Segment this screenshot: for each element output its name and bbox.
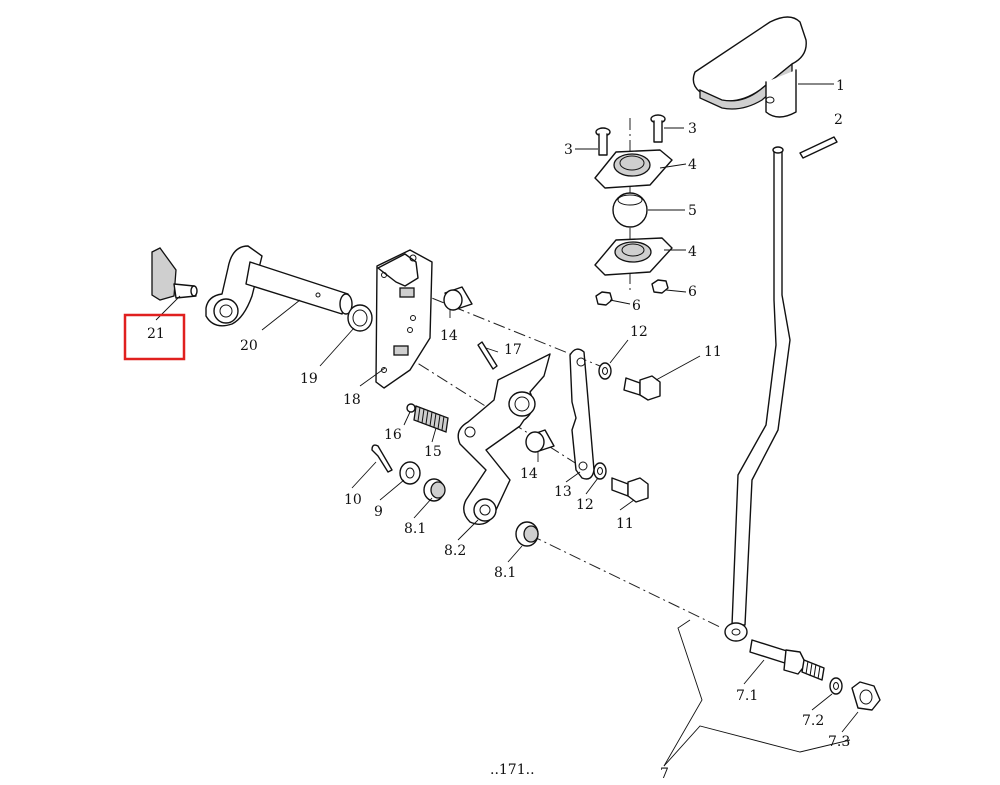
callout-15: 15 (424, 444, 442, 460)
callout-7-2: 7.2 (802, 713, 824, 729)
part-18-bracket-plate[interactable] (375, 249, 433, 389)
callout-2: 2 (834, 112, 843, 128)
part-21-wing-knob[interactable] (151, 247, 198, 301)
callout-1: 1 (836, 78, 845, 94)
callout-14-lower: 14 (520, 466, 538, 482)
callout-12-upper: 12 (630, 324, 648, 340)
part-12-washer-lower[interactable] (593, 462, 607, 480)
callout-8-1-upper: 8.1 (404, 521, 426, 537)
part-17-pin[interactable] (477, 341, 498, 370)
callout-6-left: 6 (632, 298, 641, 314)
part-8-1-bushing-upper[interactable] (423, 478, 446, 502)
page-number: ..171.. (490, 762, 535, 778)
part-7-lever-rod[interactable] (724, 146, 791, 642)
part-4-upper-flange[interactable] (594, 149, 673, 189)
part-7-2-washer[interactable] (829, 677, 843, 695)
callout-8-2: 8.2 (444, 543, 466, 559)
callout-3-right: 3 (688, 121, 697, 137)
part-6-nut-left[interactable] (595, 291, 613, 306)
part-5-ball[interactable] (612, 192, 648, 228)
callout-4-lower: 4 (688, 244, 697, 260)
callout-3-left: 3 (564, 142, 573, 158)
part-7-1-stud[interactable] (749, 639, 825, 681)
callout-13: 13 (554, 484, 572, 500)
callout-5: 5 (688, 203, 697, 219)
part-20-shift-arm[interactable] (205, 245, 353, 327)
callout-7-3: 7.3 (828, 734, 850, 750)
callout-4-upper: 4 (688, 157, 697, 173)
part-15-spring[interactable] (413, 405, 449, 433)
callout-14-upper: 14 (440, 328, 458, 344)
callout-11-lower: 11 (616, 516, 634, 532)
part-4-lower-flange[interactable] (594, 237, 673, 276)
part-2-pin[interactable] (799, 136, 838, 159)
part-1-lever-knob[interactable] (692, 16, 807, 118)
callout-9: 9 (374, 504, 383, 520)
part-14-bushing-upper[interactable] (443, 286, 473, 311)
part-19-washer[interactable] (347, 304, 373, 332)
part-11-bolt-lower[interactable] (611, 477, 649, 503)
part-9-washer[interactable] (399, 461, 421, 485)
leader-lines (155, 83, 859, 767)
callout-7-1: 7.1 (736, 688, 758, 704)
part-8-2-lever[interactable] (457, 353, 551, 525)
part-14-bushing-lower[interactable] (525, 429, 555, 453)
part-8-1-bushing-lower[interactable] (515, 521, 539, 547)
callout-12-lower: 12 (576, 497, 594, 513)
part-6-nut-right[interactable] (651, 279, 669, 294)
callout-20: 20 (240, 338, 258, 354)
callout-19: 19 (300, 371, 318, 387)
part-16-ball[interactable] (406, 403, 416, 413)
highlight-box-part-21 (123, 313, 186, 361)
callout-16: 16 (384, 427, 402, 443)
callout-17: 17 (504, 342, 522, 358)
part-3-screw-left[interactable] (595, 127, 611, 156)
part-13-link-plate[interactable] (569, 348, 595, 480)
part-11-bolt-upper[interactable] (623, 375, 661, 401)
callout-labels: 1 2 3 3 4 5 4 6 6 21 20 19 18 14 17 12 1… (147, 78, 850, 782)
callout-8-1-lower: 8.1 (494, 565, 516, 581)
part-10-cotter-pin[interactable] (371, 444, 393, 473)
callout-11-upper: 11 (704, 344, 722, 360)
callout-6-right: 6 (688, 284, 697, 300)
callout-7: 7 (660, 766, 669, 782)
part-12-washer-upper[interactable] (598, 362, 612, 380)
callout-10: 10 (344, 492, 362, 508)
callout-21: 21 (147, 326, 165, 342)
callout-18: 18 (343, 392, 361, 408)
part-3-screw-right[interactable] (650, 114, 666, 143)
part-7-3-nut[interactable] (851, 681, 881, 711)
